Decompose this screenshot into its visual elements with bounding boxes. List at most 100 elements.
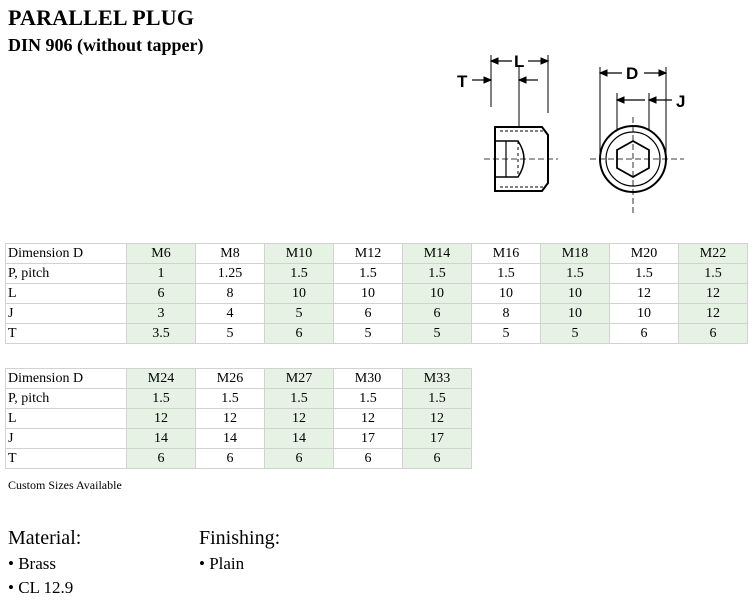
column-header: M16 [471, 243, 541, 264]
column-header: M10 [264, 243, 334, 264]
row-label: Dimension D [5, 243, 127, 264]
table-cell: 1.5 [471, 263, 541, 284]
table-cell: 10 [264, 283, 334, 304]
table-cell: 10 [540, 283, 610, 304]
column-header: M8 [195, 243, 265, 264]
table-cell: 3.5 [126, 323, 196, 344]
table-cell: 5 [402, 323, 472, 344]
row-label: T [5, 323, 127, 344]
drawing-label-j: J [676, 92, 685, 111]
table-cell: 10 [609, 303, 679, 324]
side-view [472, 55, 558, 192]
row-label: J [5, 428, 127, 449]
column-header: M30 [333, 368, 403, 389]
material-item: • CL 12.9 [8, 578, 74, 597]
material-heading: Material: [8, 527, 82, 549]
table-cell: 6 [333, 303, 403, 324]
front-view [590, 67, 684, 213]
table-cell: 14 [264, 428, 334, 449]
table-cell: 4 [195, 303, 265, 324]
column-header: M18 [540, 243, 610, 264]
row-label: T [5, 448, 127, 469]
table-cell: 5 [333, 323, 403, 344]
table-cell: 12 [195, 408, 265, 429]
row-label: L [5, 283, 127, 304]
material-section: Material: • Brass • CL 12.9 [8, 527, 81, 598]
table-cell: 1.5 [333, 388, 403, 409]
table-cell: 8 [195, 283, 265, 304]
column-header: M33 [402, 368, 472, 389]
table-cell: 12 [333, 408, 403, 429]
column-header: M27 [264, 368, 334, 389]
table-cell: 12 [264, 408, 334, 429]
table-cell: 17 [333, 428, 403, 449]
column-header: M14 [402, 243, 472, 264]
table-cell: 1.5 [402, 263, 472, 284]
column-header: M26 [195, 368, 265, 389]
table-cell: 5 [471, 323, 541, 344]
column-header: M22 [678, 243, 748, 264]
table-cell: 1.5 [333, 263, 403, 284]
table-cell: 1.5 [126, 388, 196, 409]
column-header: M12 [333, 243, 403, 264]
row-label: P, pitch [5, 263, 127, 284]
column-header: M20 [609, 243, 679, 264]
table-cell: 8 [471, 303, 541, 324]
row-label: Dimension D [5, 368, 127, 389]
column-header: M24 [126, 368, 196, 389]
material-item: • Brass [8, 554, 56, 573]
table-cell: 6 [126, 283, 196, 304]
table-cell: 1.5 [540, 263, 610, 284]
drawing-label-t: T [457, 72, 468, 91]
table-cell: 10 [402, 283, 472, 304]
table-cell: 6 [678, 323, 748, 344]
page-subtitle: DIN 906 (without tapper) [8, 35, 204, 55]
table-cell: 1.5 [609, 263, 679, 284]
table-cell: 1.5 [402, 388, 472, 409]
table-cell: 6 [126, 448, 196, 469]
finishing-section: Finishing: • Plain [199, 527, 280, 574]
column-header: M6 [126, 243, 196, 264]
table-cell: 1.5 [195, 388, 265, 409]
table-cell: 6 [264, 448, 334, 469]
table-cell: 1.25 [195, 263, 265, 284]
table-cell: 6 [609, 323, 679, 344]
table-cell: 5 [540, 323, 610, 344]
drawing-label-l: L [514, 52, 524, 71]
row-label: L [5, 408, 127, 429]
custom-sizes-note: Custom Sizes Available [8, 478, 122, 492]
table-cell: 10 [471, 283, 541, 304]
table-cell: 1.5 [264, 263, 334, 284]
table-cell: 5 [264, 303, 334, 324]
table-cell: 12 [678, 303, 748, 324]
table-cell: 1 [126, 263, 196, 284]
table-cell: 17 [402, 428, 472, 449]
table-cell: 12 [609, 283, 679, 304]
drawing-label-d: D [626, 64, 638, 83]
table-cell: 12 [126, 408, 196, 429]
page-title: PARALLEL PLUG [8, 5, 195, 30]
technical-drawing: T L D J [457, 52, 685, 213]
table-cell: 6 [402, 448, 472, 469]
table-cell: 6 [402, 303, 472, 324]
table-cell: 10 [540, 303, 610, 324]
table-cell: 10 [333, 283, 403, 304]
table-cell: 3 [126, 303, 196, 324]
table-cell: 5 [195, 323, 265, 344]
finishing-item: • Plain [199, 554, 245, 573]
table-cell: 12 [678, 283, 748, 304]
table-cell: 1.5 [264, 388, 334, 409]
table-cell: 12 [402, 408, 472, 429]
finishing-heading: Finishing: [199, 527, 281, 549]
